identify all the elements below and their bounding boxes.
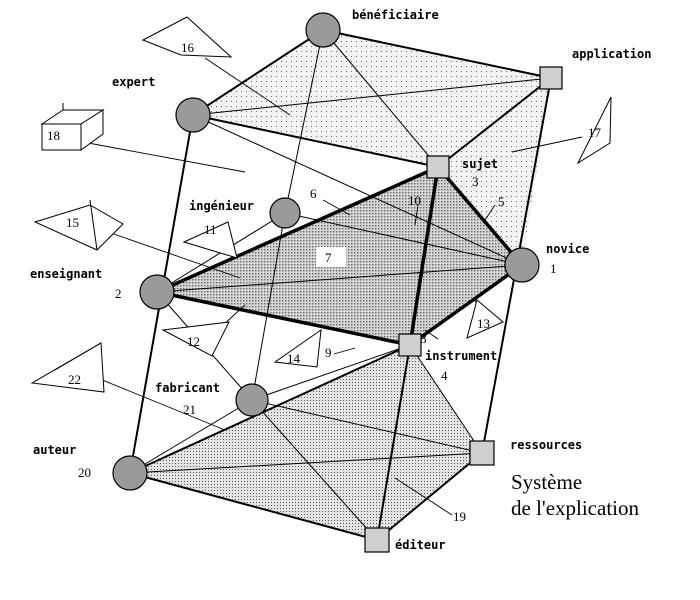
num-18: 18 (47, 128, 60, 143)
label-editeur: éditeur (395, 538, 446, 552)
label-sujet-num: 3 (472, 174, 479, 189)
label-expert: expert (112, 75, 155, 89)
label-instrument-num: 4 (441, 368, 448, 383)
glyph-12 (161, 321, 230, 357)
label-auteur: auteur (33, 443, 76, 457)
num-13: 13 (477, 316, 490, 331)
num-12: 12 (187, 334, 200, 349)
label-ingenieur: ingénieur (189, 199, 254, 213)
num-10: 10 (408, 193, 421, 208)
node-ressources[interactable] (469, 440, 495, 466)
num-16: 16 (181, 40, 195, 55)
label-auteur-num: 20 (78, 465, 91, 480)
node-application[interactable] (539, 66, 563, 90)
node-ingenieur[interactable] (269, 197, 301, 229)
label-fabricant: fabricant (155, 381, 220, 395)
num-6: 6 (310, 186, 317, 201)
num-15: 15 (66, 215, 79, 230)
label-ressources: ressources (510, 438, 582, 452)
label-fabricant-num: 21 (183, 402, 196, 417)
node-auteur[interactable] (112, 455, 148, 491)
label-instrument: instrument (425, 349, 497, 363)
node-novice[interactable] (504, 247, 540, 283)
node-editeur[interactable] (364, 527, 390, 553)
num-17: 17 (588, 125, 602, 140)
num-19: 19 (453, 509, 466, 524)
num-11: 11 (204, 222, 217, 237)
glyph-17 (576, 96, 612, 165)
label-novice-num: 1 (550, 261, 557, 276)
label-beneficiaire: bénéficiaire (352, 8, 439, 22)
middle-thick-edges (156, 165, 524, 347)
glyph-11 (182, 221, 238, 259)
bottom-face (130, 345, 482, 540)
glyph-16 (141, 16, 233, 58)
top-face (193, 30, 551, 167)
top-right-face (438, 78, 551, 265)
glyph-15 (33, 199, 124, 251)
node-instrument[interactable] (398, 333, 422, 357)
num-22: 22 (68, 372, 81, 387)
caption-line-1: Système (511, 470, 582, 494)
glyph-13 (466, 299, 504, 339)
glyph-22 (30, 342, 105, 393)
num-9: 9 (325, 345, 332, 360)
node-expert[interactable] (175, 97, 211, 133)
label-application: application (572, 47, 651, 61)
node-beneficiaire[interactable] (305, 12, 341, 48)
label-sujet: sujet (462, 157, 498, 171)
label-box-7 (316, 247, 346, 267)
num-7: 7 (325, 250, 332, 265)
caption-line-2: de l'explication (511, 496, 639, 520)
num-5: 5 (498, 194, 505, 209)
node-fabricant[interactable] (235, 383, 269, 417)
num-14: 14 (287, 351, 301, 366)
glyph-18 (40, 103, 105, 151)
node-sujet[interactable] (426, 155, 450, 179)
label-enseignant: enseignant (30, 267, 102, 281)
label-novice: novice (546, 242, 589, 256)
num-8: 8 (420, 331, 427, 346)
label-enseignant-num: 2 (115, 286, 122, 301)
structure-edges (129, 29, 552, 541)
glyph-14 (273, 328, 322, 368)
node-enseignant[interactable] (139, 274, 175, 310)
